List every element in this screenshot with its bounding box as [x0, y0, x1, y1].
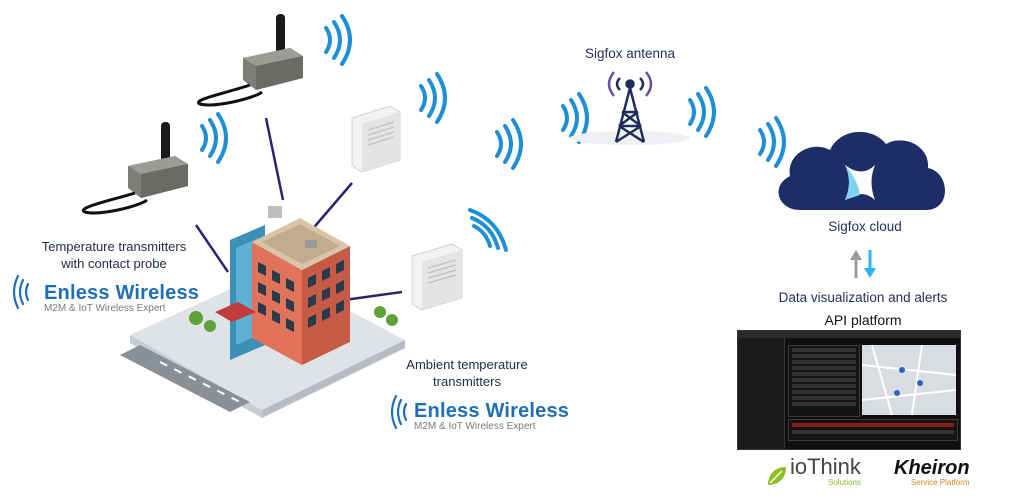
enless-name-2: Enless Wireless — [414, 400, 570, 422]
api-platform-screenshot — [737, 330, 961, 450]
ambient-sensor-lower — [411, 243, 463, 311]
antenna-tower — [570, 71, 690, 145]
dashboard-sidebar — [738, 338, 785, 449]
dashboard-topbar — [738, 331, 960, 338]
sigfox-cloud-label: Sigfox cloud — [828, 219, 902, 234]
enless-tagline: M2M & IoT Wireless Expert — [44, 303, 166, 314]
sync-arrows — [850, 250, 876, 278]
data-visualization-label: Data visualization and alerts — [778, 290, 948, 305]
iothink-sub: Solutions — [828, 478, 861, 487]
api-platform-label: API platform — [824, 312, 902, 328]
temp-transmitters-line2: with contact probe — [61, 256, 167, 271]
dashboard-map — [861, 344, 957, 416]
enless-logo-left: Enless Wireless M2M & IoT Wireless Exper… — [44, 282, 199, 314]
ambient-line2: transmitters — [433, 374, 501, 389]
temp-transmitters-line1: Temperature transmitters — [41, 239, 187, 254]
kheiron-name: Kheiron — [894, 457, 970, 479]
dashboard-alerts — [788, 419, 958, 441]
temp-transmitters-label: Temperature transmitters with contact pr… — [24, 238, 204, 272]
enless-name: Enless Wireless — [44, 282, 200, 304]
iothink-leaf-icon — [768, 467, 786, 485]
sigfox-cloud — [778, 131, 945, 210]
ambient-transmitters-label: Ambient temperature transmitters — [392, 356, 542, 390]
contact-probe-transmitter-top — [196, 14, 303, 107]
iothink-logo: ioThink Solutions — [766, 456, 861, 487]
contact-probe-transmitter-left — [81, 122, 188, 215]
ambient-line1: Ambient temperature — [406, 357, 528, 372]
enless-logo-right: Enless Wireless M2M & IoT Wireless Exper… — [414, 400, 569, 432]
wireless-waves — [200, 14, 786, 252]
iothink-name: ioThink — [790, 454, 861, 479]
enless-tagline-2: M2M & IoT Wireless Expert — [414, 421, 536, 432]
building — [189, 206, 398, 365]
ambient-sensor-upper — [351, 105, 401, 173]
sigfox-antenna-label: Sigfox antenna — [584, 46, 676, 61]
kheiron-logo: Kheiron Service Platform — [894, 458, 970, 487]
kheiron-sub: Service Platform — [910, 478, 970, 487]
dashboard-table — [788, 345, 860, 417]
enless-logo-waves — [12, 274, 408, 430]
